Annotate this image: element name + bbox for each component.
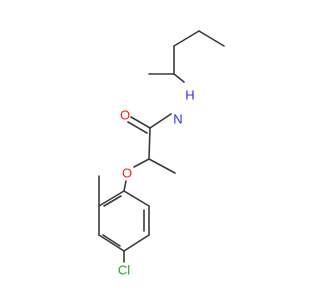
bond: [173, 30, 200, 47]
chlorine-label: Cl: [118, 263, 130, 278]
bond: [130, 116, 151, 129]
structure-diagram: N H O O Cl: [98, 30, 225, 278]
hydrogen-label: H: [185, 88, 194, 103]
molecule-canvas: N H O O Cl: [98, 30, 225, 278]
nitrogen-label: N: [173, 112, 182, 127]
bond: [98, 234, 125, 252]
bond: [173, 73, 185, 83]
bond: [123, 234, 150, 252]
bond: [102, 234, 121, 247]
bond: [123, 190, 150, 207]
bond: [148, 158, 176, 174]
bond: [148, 127, 151, 160]
carbonyl-oxygen-label: O: [120, 108, 130, 123]
bond: [133, 158, 150, 168]
ether-oxygen-label: O: [122, 166, 132, 181]
bond: [198, 30, 225, 47]
bond: [103, 195, 122, 207]
bond: [149, 113, 172, 129]
atom-labels: N H O O Cl: [118, 88, 195, 278]
bond: [123, 180, 127, 192]
bond: [127, 121, 148, 134]
bonds: [98, 30, 225, 263]
bond: [98, 190, 125, 207]
